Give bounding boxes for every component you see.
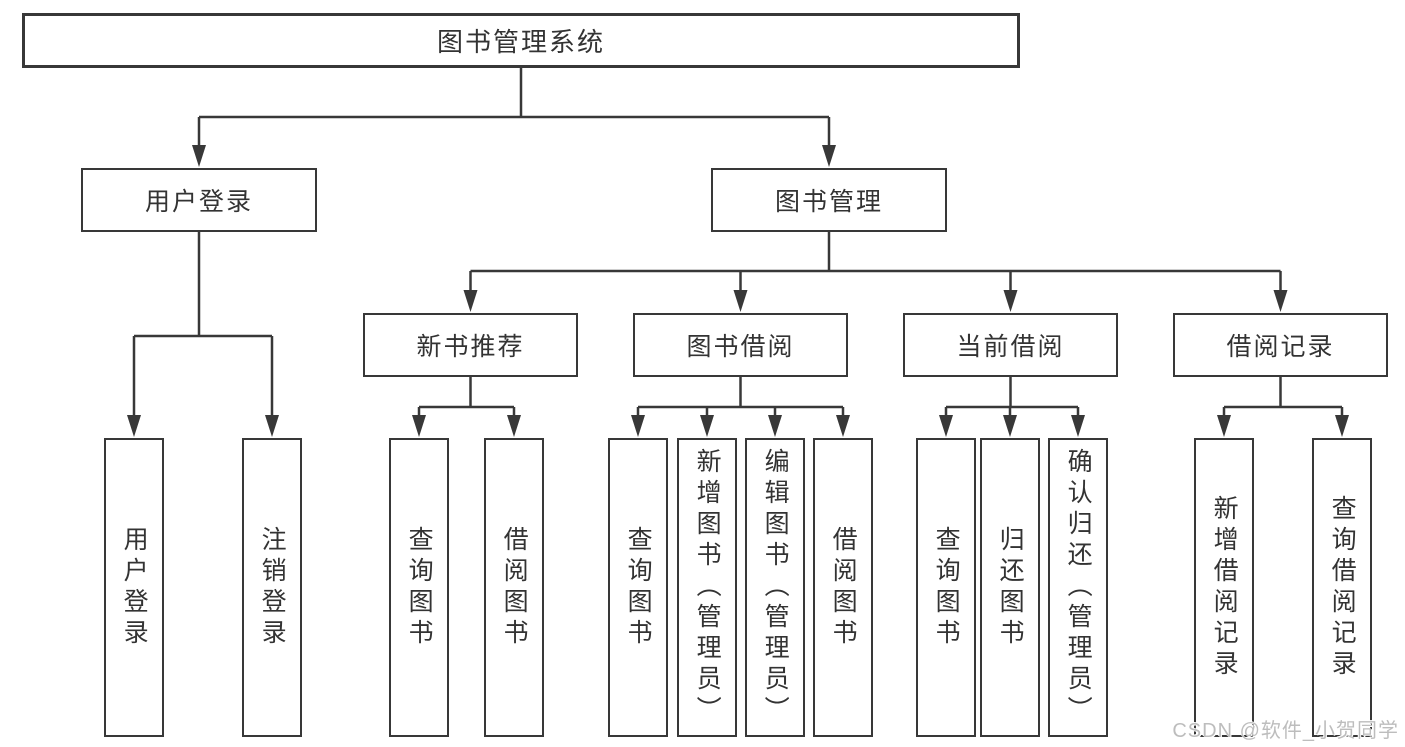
- leaf-borrow-books-newbooks: 借阅图书: [484, 438, 544, 737]
- leaf-query-books-borrow: 查询图书: [608, 438, 668, 737]
- leaf-confirm-return-admin: 确认归还（管理员）: [1048, 438, 1108, 737]
- node-new-book-recommendation: 新书推荐: [363, 313, 578, 377]
- leaf-add-borrow-record: 新增借阅记录: [1194, 438, 1254, 737]
- node-user-login: 用户登录: [81, 168, 317, 232]
- leaf-borrow-books: 借阅图书: [813, 438, 873, 737]
- node-book-borrowing: 图书借阅: [633, 313, 848, 377]
- leaf-add-books-admin: 新增图书（管理员）: [677, 438, 737, 737]
- node-library-management-system: 图书管理系统: [22, 13, 1020, 68]
- node-book-management: 图书管理: [711, 168, 947, 232]
- watermark-csdn: CSDN @软件_小贺同学: [1172, 720, 1399, 742]
- node-borrowing-records: 借阅记录: [1173, 313, 1388, 377]
- leaf-user-login: 用户登录: [104, 438, 164, 737]
- node-current-borrowing: 当前借阅: [903, 313, 1118, 377]
- tree-edges: [132, 68, 1344, 417]
- leaf-return-books: 归还图书: [980, 438, 1040, 737]
- leaf-logout: 注销登录: [242, 438, 302, 737]
- arrowhead-icon: [127, 145, 1349, 437]
- leaf-edit-books-admin: 编辑图书（管理员）: [745, 438, 805, 737]
- leaf-query-books-newbooks: 查询图书: [389, 438, 449, 737]
- leaf-query-borrow-record: 查询借阅记录: [1312, 438, 1372, 737]
- leaf-query-books-current: 查询图书: [916, 438, 976, 737]
